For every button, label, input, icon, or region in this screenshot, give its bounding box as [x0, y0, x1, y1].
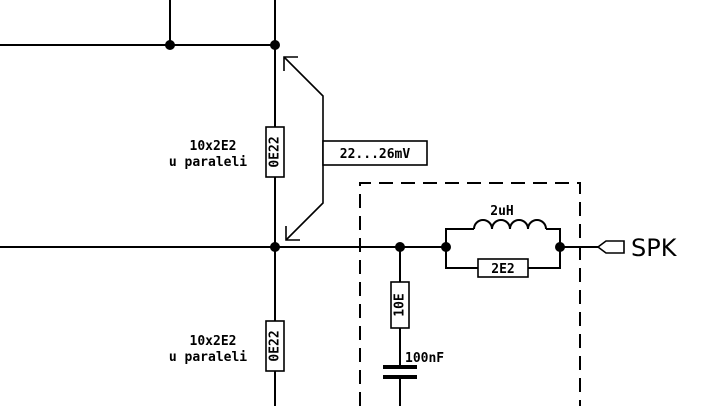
- output-filter-box: [359, 182, 581, 406]
- shunt-lower-note-2: u paraleli: [169, 350, 247, 365]
- shunt-upper-value: 0E22: [268, 136, 283, 167]
- wire-inductor-left: [445, 228, 474, 247]
- zobel-capacitor-value: 100nF: [405, 351, 444, 366]
- voltage-label-box: [322, 140, 428, 166]
- wire-resistor-right: [528, 247, 561, 269]
- output-label: SPK: [631, 234, 678, 262]
- shunt-resistor-lower: [265, 320, 285, 372]
- arrow-head-down: [285, 226, 300, 241]
- shunt-lower-note-1: 10x2E2: [190, 334, 237, 349]
- zobel-resistor-value: 10E: [393, 293, 408, 316]
- arrow-head-up: [283, 56, 298, 71]
- shunt-resistor-upper: [265, 126, 285, 178]
- measurement-bracket: [283, 56, 324, 241]
- voltage-label: 22...26mV: [340, 147, 411, 162]
- inductor-coil: [473, 219, 547, 230]
- parallel-resistor: [477, 258, 529, 278]
- wire-inductor-right: [546, 228, 561, 247]
- wire-resistor-left: [445, 247, 478, 269]
- shunt-upper-note-1: 10x2E2: [190, 139, 237, 154]
- junction-top-left: [165, 40, 175, 50]
- shunt-upper-note-2: u paraleli: [169, 155, 247, 170]
- output-connector: [596, 240, 625, 254]
- parallel-resistor-value: 2E2: [491, 262, 514, 277]
- inductor-value: 2uH: [490, 204, 513, 219]
- shunt-lower-value: 0E22: [268, 330, 283, 361]
- junction-mid: [270, 242, 280, 252]
